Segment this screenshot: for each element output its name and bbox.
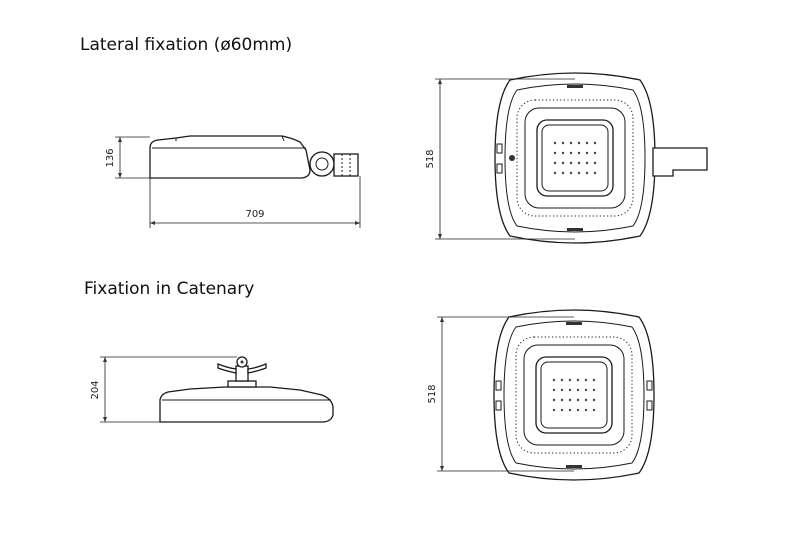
led-dot	[585, 151, 589, 155]
led-dot	[584, 408, 588, 412]
lateral-top-view	[494, 72, 708, 244]
led-dot	[592, 388, 596, 392]
dimension-label: 709	[245, 209, 264, 220]
led-dot	[592, 378, 596, 382]
led-dot	[560, 398, 564, 402]
led-dot	[585, 161, 589, 165]
led-dot	[569, 141, 573, 145]
led-dot	[593, 171, 597, 175]
led-dot	[560, 408, 564, 412]
led-dot	[553, 151, 557, 155]
led-dot	[576, 388, 580, 392]
led-dot	[552, 408, 556, 412]
led-dot	[593, 151, 597, 155]
catenary-fixation-title: Fixation in Catenary	[84, 279, 255, 299]
led-dot	[553, 141, 557, 145]
led-dot	[576, 398, 580, 402]
led-dot	[569, 161, 573, 165]
dimension-label: 204	[90, 380, 101, 399]
led-dot	[584, 388, 588, 392]
led-dot	[593, 161, 597, 165]
led-dot	[561, 151, 565, 155]
led-dot	[577, 151, 581, 155]
led-dot	[553, 161, 557, 165]
catenary-side-view: 204	[90, 356, 334, 423]
catenary-top-view	[493, 309, 655, 481]
led-dot	[552, 388, 556, 392]
dimension-label: 518	[425, 149, 436, 168]
led-dot	[553, 171, 557, 175]
led-dot	[568, 408, 572, 412]
led-dot	[576, 408, 580, 412]
led-dot	[568, 388, 572, 392]
led-dot	[560, 388, 564, 392]
led-dot	[584, 398, 588, 402]
dimension-label: 136	[105, 148, 116, 167]
lateral-fixation-title: Lateral fixation (ø60mm)	[80, 35, 293, 55]
led-dot	[561, 161, 565, 165]
led-dot	[561, 141, 565, 145]
led-dot	[561, 171, 565, 175]
led-dot	[584, 378, 588, 382]
led-dot	[585, 171, 589, 175]
led-dot	[552, 398, 556, 402]
lateral-side-view: 136 709	[105, 135, 361, 228]
led-dot	[576, 378, 580, 382]
led-dot	[577, 171, 581, 175]
led-dot	[560, 378, 564, 382]
led-dot	[592, 408, 596, 412]
led-dot	[568, 398, 572, 402]
dimension-label: 518	[427, 384, 438, 403]
led-dot	[568, 378, 572, 382]
led-dot	[569, 171, 573, 175]
led-dot	[592, 398, 596, 402]
led-dot	[569, 151, 573, 155]
led-dot	[585, 141, 589, 145]
led-dot	[577, 161, 581, 165]
led-dot	[593, 141, 597, 145]
led-dot	[552, 378, 556, 382]
led-dot	[577, 141, 581, 145]
